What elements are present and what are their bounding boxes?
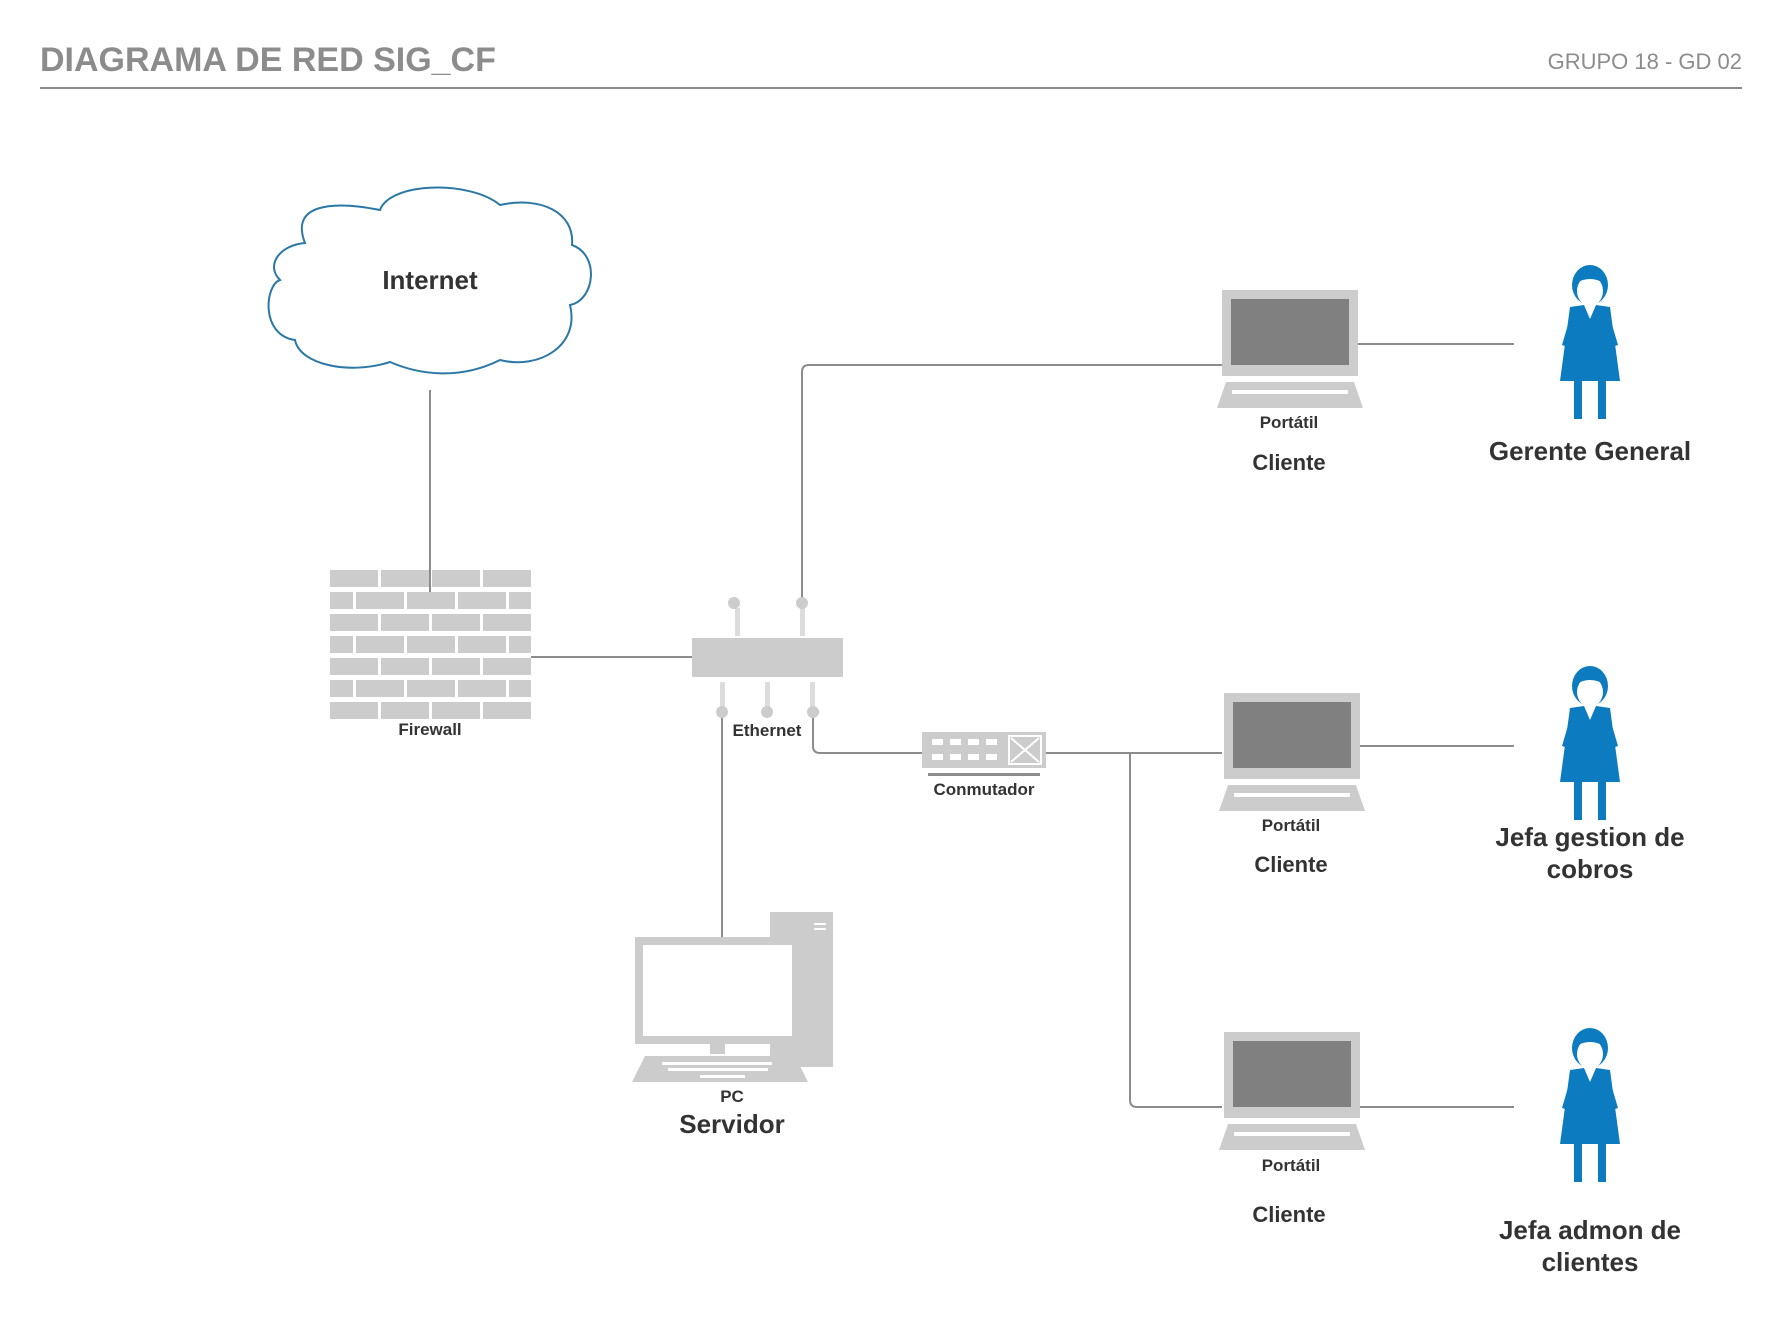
user2-name-line1: Jefa gestion de [1495,822,1684,852]
laptop-icon [1219,1032,1365,1150]
server-pc-icon [632,912,833,1082]
laptop1-type-label: Portátil [1260,413,1319,432]
laptop-icon [1217,290,1363,408]
laptop2-type-label: Portátil [1262,816,1321,835]
person-icon [1560,265,1620,419]
person-icon [1560,666,1620,820]
laptop3-role-label: Cliente [1252,1202,1325,1227]
server-type-label: PC [720,1087,744,1106]
page-title: DIAGRAMA DE RED SIG_CF [40,41,496,79]
laptop2-role-label: Cliente [1254,852,1327,877]
connections [429,343,1514,1108]
firewall-label: Firewall [398,720,461,739]
wire-switch-laptop3 [1129,753,1222,1108]
router-label: Ethernet [733,721,802,740]
laptop3-type-label: Portátil [1262,1156,1321,1175]
page-subtitle: GRUPO 18 - GD 02 [1548,49,1742,74]
router-icon [692,597,843,718]
user3-name-line2: clientes [1542,1247,1639,1277]
switch-label: Conmutador [933,780,1034,799]
laptop1-role-label: Cliente [1252,450,1325,475]
person-icon [1560,1028,1620,1182]
internet-cloud-icon [267,186,592,375]
switch-icon [922,732,1046,776]
user2-name-line2: cobros [1547,854,1634,884]
laptop-icon [1219,693,1365,811]
firewall-icon [330,570,531,719]
user1-name: Gerente General [1489,436,1691,466]
server-label: Servidor [679,1109,785,1139]
wire-router-switch [812,712,922,754]
user3-name-line1: Jefa admon de [1499,1215,1681,1245]
internet-label: Internet [382,265,478,295]
wire-router-laptop1 [801,364,1222,605]
